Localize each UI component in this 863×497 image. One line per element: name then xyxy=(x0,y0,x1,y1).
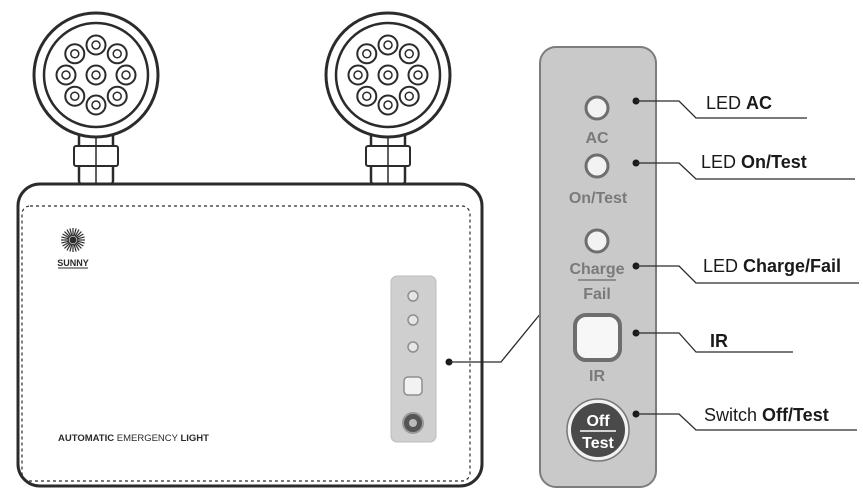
sun-ray xyxy=(75,231,82,238)
sun-ray xyxy=(64,231,71,238)
led-lens-center xyxy=(91,40,101,50)
callout-prefix: LED xyxy=(706,93,746,113)
sun-ray xyxy=(66,243,72,251)
callout-bold: On/Test xyxy=(741,152,807,172)
led-lens-center xyxy=(353,70,363,80)
off-test-switch[interactable]: Off Test xyxy=(566,398,630,462)
led-on-test-indicator xyxy=(584,153,610,179)
brand-name: SUNNY xyxy=(57,258,89,268)
panel-label-charge: Charge xyxy=(569,261,624,278)
sun-ray xyxy=(76,233,84,239)
led-lens-center xyxy=(70,49,80,59)
led-lens-center xyxy=(112,49,122,59)
callout-label-led-on-test: LED On/Test xyxy=(701,152,807,172)
product-label: AUTOMATIC EMERGENCY LIGHT xyxy=(58,433,209,444)
callout-led-charge-fail: LED Charge/Fail xyxy=(632,256,859,284)
callout-label-led-charge-fail: LED Charge/Fail xyxy=(703,256,841,276)
right-lamp-head xyxy=(324,11,452,186)
light-housing xyxy=(16,182,484,488)
sun-ray xyxy=(73,228,77,237)
switch-label-test: Test xyxy=(582,435,614,452)
sun-ray xyxy=(74,229,80,237)
led-lens-center xyxy=(383,100,393,110)
sun-ray xyxy=(61,240,70,244)
led-lens-center xyxy=(383,70,393,80)
callout-ir: IR xyxy=(632,329,793,353)
left-lamp-head xyxy=(32,11,160,186)
sun-ray xyxy=(61,236,70,240)
led-lens-center xyxy=(362,49,372,59)
zoom-leader xyxy=(445,312,542,366)
led-lens-center xyxy=(91,100,101,110)
ir-receiver-window xyxy=(573,313,622,362)
led-lens-center xyxy=(112,91,122,101)
sun-center xyxy=(69,236,77,244)
sun-ray xyxy=(75,242,82,249)
led-ac-indicator xyxy=(584,95,610,121)
led-lens-center xyxy=(61,70,71,80)
led-lens-center xyxy=(91,70,101,80)
sun-ray xyxy=(76,241,84,247)
callout-prefix: LED xyxy=(701,152,741,172)
led-lens-center xyxy=(70,91,80,101)
sun-ray xyxy=(66,229,72,237)
led-lens-center xyxy=(362,91,372,101)
sun-ray xyxy=(69,228,73,237)
callout-led-on-test: LED On/Test xyxy=(632,152,855,180)
right-led-array xyxy=(347,34,429,116)
panel-label-fail: Fail xyxy=(583,286,611,303)
sunny-logo xyxy=(61,228,85,252)
housing-indicator-panel xyxy=(390,275,437,443)
sun-ray xyxy=(76,236,85,240)
callout-bold: Off/Test xyxy=(762,405,829,425)
callout-switch-off-test: Switch Off/Test xyxy=(632,405,857,431)
sun-ray xyxy=(73,243,77,252)
led-lens-center xyxy=(383,40,393,50)
product-label-bold-1: AUTOMATIC xyxy=(58,433,114,444)
callout-bold: AC xyxy=(746,93,772,113)
callout-prefix: Switch xyxy=(704,405,762,425)
sun-ray xyxy=(76,240,85,244)
callout-label-ir: IR xyxy=(710,331,728,351)
callout-label-switch-off-test: Switch Off/Test xyxy=(704,405,829,425)
sun-ray xyxy=(62,233,70,239)
callout-label-led-ac: LED AC xyxy=(706,93,772,113)
sun-ray xyxy=(64,242,71,249)
sun-ray xyxy=(74,243,80,251)
callout-bold: IR xyxy=(710,331,728,351)
callout-led-ac: LED AC xyxy=(632,93,807,119)
led-lens-center xyxy=(121,70,131,80)
panel-label-ir: IR xyxy=(589,368,605,385)
callout-bold: Charge/Fail xyxy=(743,256,841,276)
panel-label-ac: AC xyxy=(585,130,609,147)
led-lens-center xyxy=(413,70,423,80)
product-label-bold-2: LIGHT xyxy=(180,433,209,444)
led-lens-center xyxy=(404,91,414,101)
left-led-array xyxy=(55,34,137,116)
zoomed-control-panel xyxy=(539,46,657,488)
callout-prefix: LED xyxy=(703,256,743,276)
switch-label-off: Off xyxy=(586,413,610,430)
sun-ray xyxy=(69,243,73,252)
panel-label-on-test: On/Test xyxy=(569,190,628,207)
sun-ray xyxy=(62,241,70,247)
led-charge-fail-indicator xyxy=(584,228,610,254)
led-lens-center xyxy=(404,49,414,59)
product-label-regular: EMERGENCY xyxy=(114,433,180,444)
